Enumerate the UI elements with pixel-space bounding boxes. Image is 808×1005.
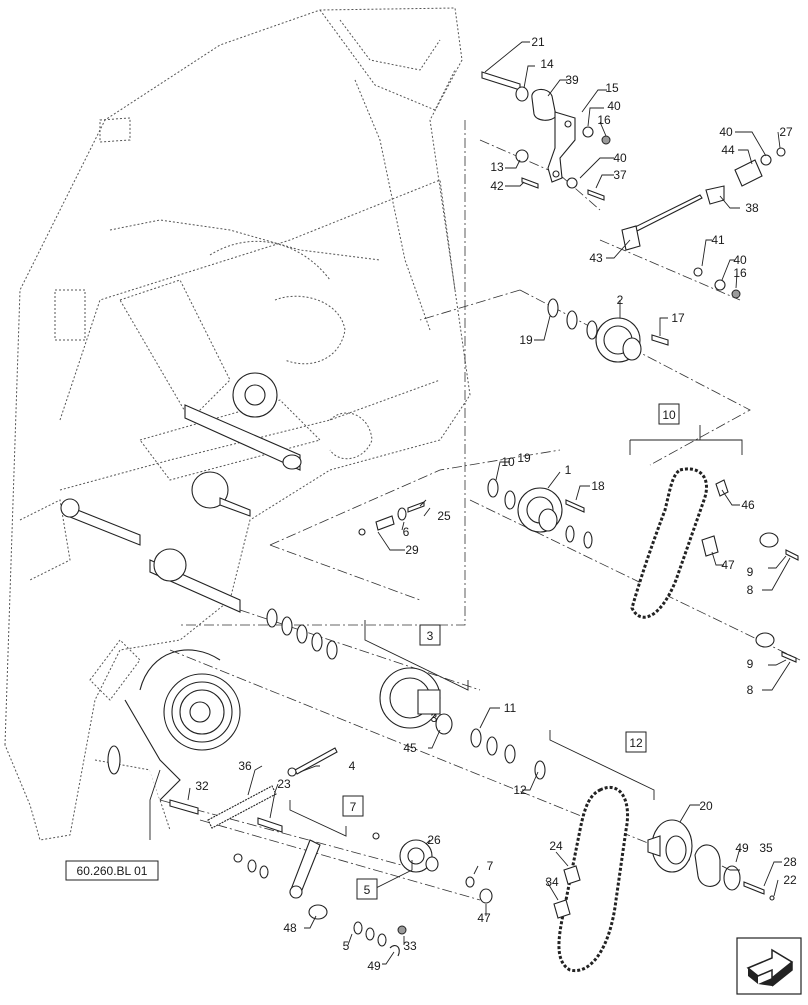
callout-number: 40 xyxy=(613,151,627,165)
callout-number: 19 xyxy=(517,451,531,465)
callout-number: 37 xyxy=(613,168,627,182)
assembly-box-7[interactable]: 7 xyxy=(342,795,364,817)
callout-number: 47 xyxy=(721,558,735,572)
callout-number: 42 xyxy=(490,179,504,193)
callout-number: 27 xyxy=(779,125,793,139)
callout-number: 29 xyxy=(405,543,419,557)
callout-number: 16 xyxy=(733,266,747,280)
sprocket-2-assembly xyxy=(547,298,669,363)
assembly-box-3[interactable]: 3 xyxy=(419,624,441,646)
tension-rod-assembly xyxy=(621,147,786,299)
callout-number: 40 xyxy=(719,125,733,139)
callout-number: 14 xyxy=(540,57,554,71)
callout-number: 43 xyxy=(589,251,603,265)
spacer-rings xyxy=(266,608,338,660)
callout-number: 40 xyxy=(733,253,747,267)
callout-number: 19 xyxy=(519,333,533,347)
chain-12 xyxy=(553,786,629,973)
sprocket-3-assembly xyxy=(379,667,546,780)
assembly-box-label: 12 xyxy=(629,736,643,750)
frame-shafts xyxy=(60,372,302,613)
callout-number: 9 xyxy=(747,565,754,579)
callout-number: 18 xyxy=(591,479,605,493)
frame-drive-sprocket xyxy=(107,649,241,801)
idler-assembly xyxy=(647,819,775,901)
leader-lines xyxy=(149,41,791,965)
callout-number: 8 xyxy=(747,583,754,597)
callout-number: 4 xyxy=(349,759,356,773)
assembly-box-12[interactable]: 12 xyxy=(625,731,647,753)
callout-number: 2 xyxy=(617,293,624,307)
callout-number: 6 xyxy=(403,525,410,539)
assembly-box-label: 10 xyxy=(662,408,676,422)
callout-number: 47 xyxy=(477,911,491,925)
tensioner-arm-assembly xyxy=(481,71,611,201)
callout-number: 32 xyxy=(195,779,209,793)
chain-10 xyxy=(630,467,799,663)
callout-number: 13 xyxy=(490,160,504,174)
callout-number: 39 xyxy=(565,73,579,87)
assembly-box-10[interactable]: 10 xyxy=(658,403,680,425)
callout-number: 49 xyxy=(367,959,381,973)
callout-number: 28 xyxy=(783,855,797,869)
callout-number: 46 xyxy=(741,498,755,512)
callout-number: 36 xyxy=(238,759,252,773)
callout-number: 49 xyxy=(735,841,749,855)
callout-number: 44 xyxy=(721,143,735,157)
callout-number: 41 xyxy=(711,233,725,247)
callout-number: 35 xyxy=(759,841,773,855)
callout-number: 7 xyxy=(487,859,494,873)
sprocket-1-assembly xyxy=(487,478,593,549)
reference-label[interactable]: 60.260.BL 01 xyxy=(77,864,148,878)
washer-stack xyxy=(233,853,407,957)
assembly-box-label: 3 xyxy=(427,629,434,643)
callout-number: 8 xyxy=(747,683,754,697)
callout-number: 25 xyxy=(437,509,451,523)
assembly-box-label: 7 xyxy=(350,800,357,814)
callout-number: 45 xyxy=(403,741,417,755)
callout-number: 23 xyxy=(277,777,291,791)
assembly-box-label: 5 xyxy=(364,883,371,897)
callout-number: 1 xyxy=(565,463,572,477)
callout-number: 10 xyxy=(501,455,515,469)
callout-number: 22 xyxy=(783,873,797,887)
arm-7-assembly xyxy=(289,832,493,920)
callout-number: 38 xyxy=(745,201,759,215)
pin-assembly xyxy=(358,501,425,536)
spring-assembly xyxy=(169,747,338,833)
callout-number: 33 xyxy=(403,939,417,953)
callout-number: 26 xyxy=(427,833,441,847)
reference-link[interactable]: 60.260.BL 01 xyxy=(65,860,159,881)
center-lines xyxy=(159,120,801,901)
callout-number: 11 xyxy=(504,701,517,715)
callout-number: 21 xyxy=(531,35,545,49)
assembly-box-5[interactable]: 5 xyxy=(356,878,378,900)
callout-number: 24 xyxy=(549,839,563,853)
callout-number: 9 xyxy=(747,657,754,671)
callout-number: 17 xyxy=(671,311,685,325)
callout-number: 12 xyxy=(513,783,527,797)
callout-number: 16 xyxy=(597,113,611,127)
callout-number: 40 xyxy=(607,99,621,113)
callout-number: 20 xyxy=(699,799,713,813)
callout-number: 3 xyxy=(431,711,438,725)
callout-number: 5 xyxy=(343,939,350,953)
callout-number: 15 xyxy=(605,81,619,95)
callout-number: 48 xyxy=(283,921,297,935)
next-page-arrow-icon[interactable] xyxy=(736,937,802,995)
callout-number: 34 xyxy=(545,875,559,889)
assembly-boxes: 10 3 12 7 5 xyxy=(342,403,680,900)
